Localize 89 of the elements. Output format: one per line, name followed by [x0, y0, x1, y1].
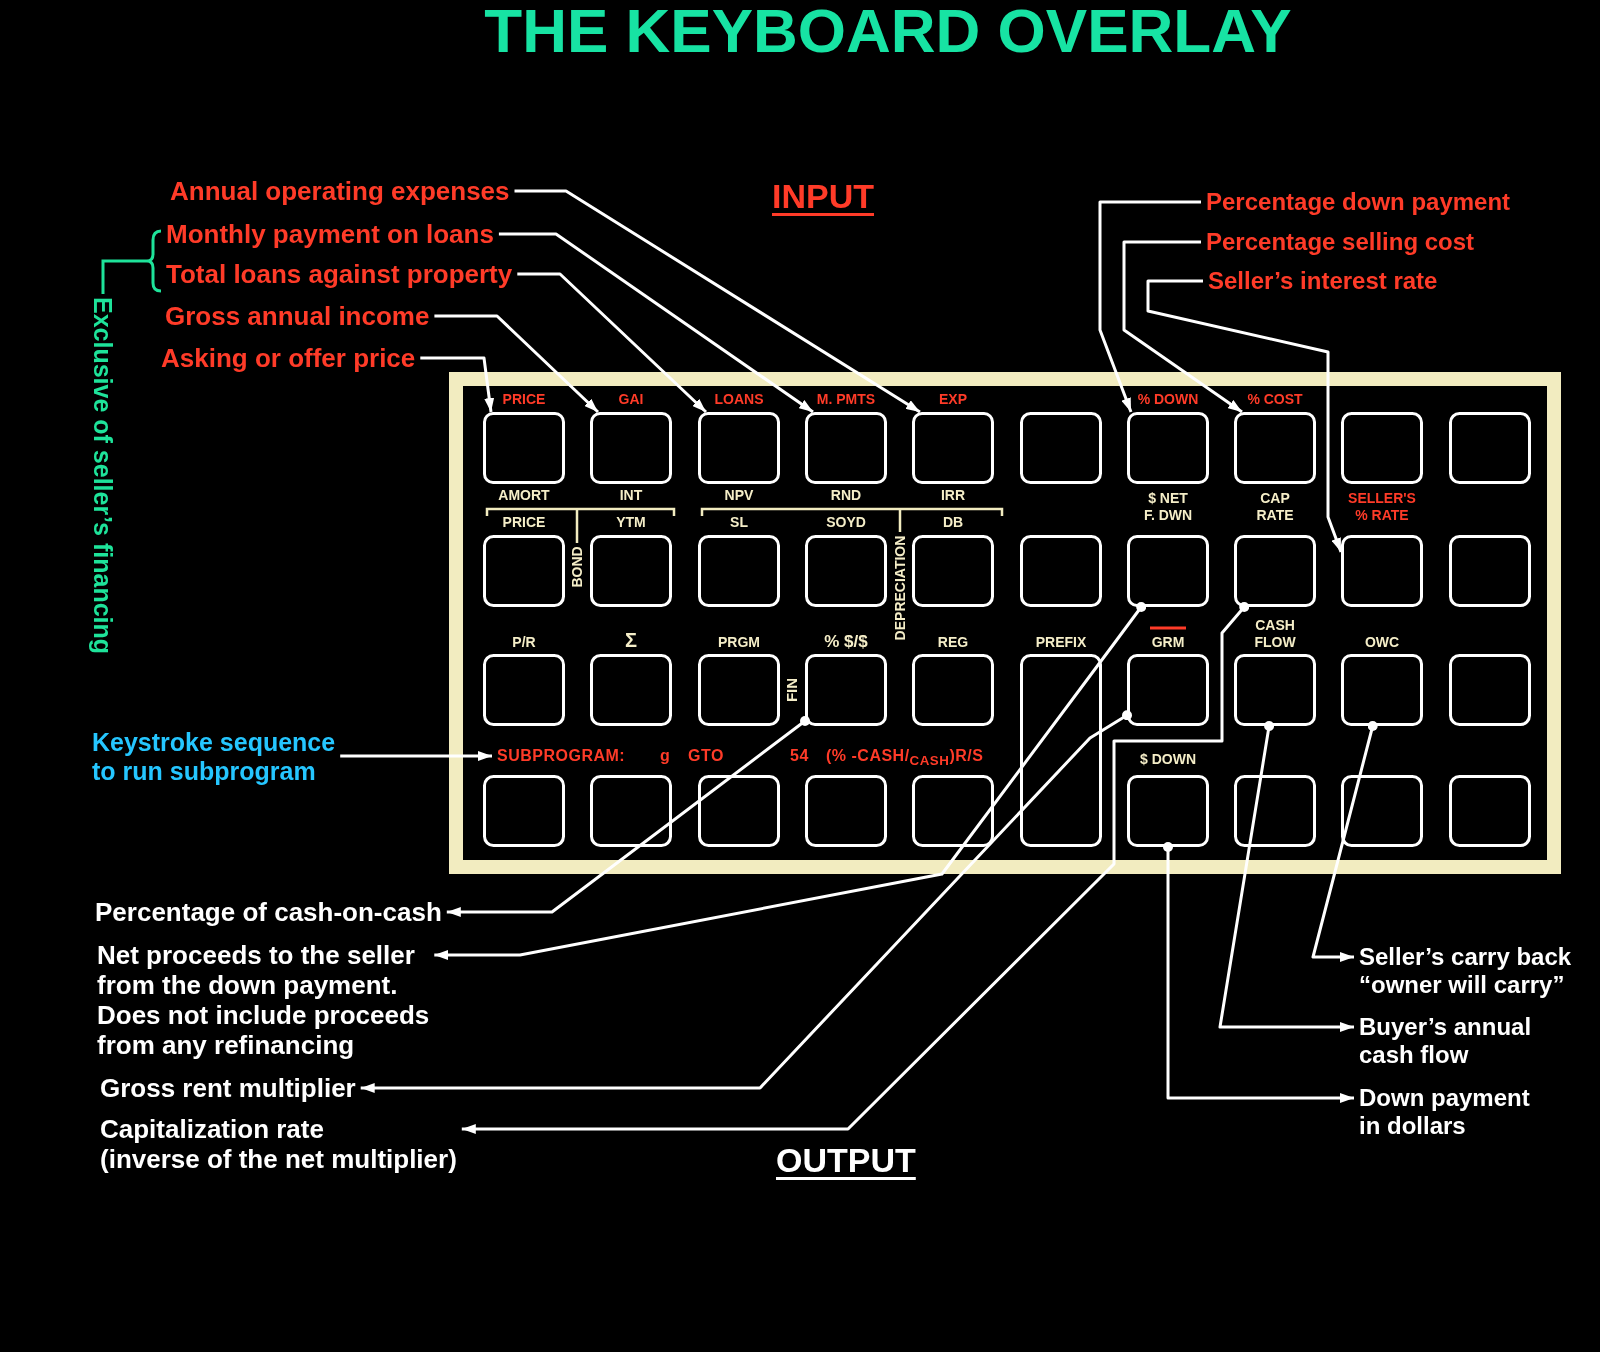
- calculator-key: [805, 412, 887, 484]
- key-label: RND: [830, 487, 862, 504]
- leader-line: [340, 751, 492, 761]
- key-label: PRGM: [718, 634, 760, 651]
- calculator-key: [698, 412, 780, 484]
- key-label: % COST: [1247, 391, 1303, 408]
- calculator-key: [912, 412, 994, 484]
- annotation-text: Exclusive of seller’s financing: [88, 297, 118, 655]
- leader-line: [514, 189, 921, 414]
- key-label: DB: [942, 514, 964, 531]
- callout-text: Seller’s carry back “owner will carry”: [1359, 943, 1572, 999]
- calculator-key: [1127, 412, 1209, 484]
- key-label: NPV: [724, 487, 754, 504]
- key-label: GAI: [618, 391, 644, 408]
- key-label: IRR: [940, 487, 966, 504]
- callout-text: Net proceeds to the seller from the down payment. Does not include proceeds from any refinancing: [97, 940, 430, 1060]
- key-label: PRICE: [502, 514, 546, 531]
- key-label: $ DOWN: [1140, 751, 1196, 768]
- leader-line: [1163, 842, 1354, 1103]
- leader-line: [1122, 240, 1243, 414]
- key-label: REG: [937, 634, 969, 651]
- key-label: SL: [730, 514, 748, 531]
- leader-line: [461, 602, 1250, 1134]
- key-label: INT: [619, 487, 643, 504]
- section-heading: OUTPUT: [776, 1140, 916, 1180]
- key-label: LOANS: [714, 391, 764, 408]
- callout-text: Buyer’s annual cash flow: [1359, 1013, 1532, 1069]
- calculator-key: [483, 412, 565, 484]
- callout-text: Seller’s interest rate: [1208, 267, 1438, 295]
- callout-text: Keystroke sequence to run subprogram: [92, 728, 336, 786]
- keystroke-text: GTO: [688, 746, 724, 766]
- key-label: EXP: [939, 391, 967, 408]
- calculator-key: [1234, 654, 1316, 726]
- section-heading: INPUT: [772, 176, 874, 216]
- key-label: DEPRECIATION: [891, 535, 909, 641]
- key-label: % $/$: [824, 632, 868, 652]
- key-label: CAP RATE: [1256, 490, 1294, 524]
- key-label: PRICE: [502, 391, 546, 408]
- callout-text: Gross annual income: [165, 301, 430, 331]
- leader-line: [434, 602, 1147, 960]
- keystroke-text: 54: [790, 746, 809, 766]
- key-label: SOYD: [826, 514, 866, 531]
- calculator-key: [1127, 775, 1209, 847]
- calculator-key: [1234, 412, 1316, 484]
- calculator-key: [1341, 654, 1423, 726]
- calculator-key: [805, 654, 887, 726]
- callout-text: Percentage down payment: [1206, 188, 1511, 216]
- key-label: Σ: [625, 628, 637, 652]
- callout-text: Monthly payment on loans: [166, 219, 494, 249]
- leader-line: [1311, 721, 1378, 962]
- callout-text: Percentage of cash-on-cash: [95, 897, 442, 927]
- key-label: PREFIX: [1035, 634, 1087, 651]
- key-label: FIN: [783, 677, 801, 703]
- key-label: P/R: [512, 634, 536, 651]
- callout-text: Annual operating expenses: [170, 176, 510, 206]
- leader-line: [517, 272, 708, 414]
- leader-line: [420, 356, 495, 413]
- key-label: % DOWN: [1137, 391, 1199, 408]
- key-label: YTM: [616, 514, 646, 531]
- callout-text: Percentage selling cost: [1206, 228, 1475, 256]
- leader-line: [434, 314, 600, 414]
- callout-text: Total loans against property: [166, 259, 513, 289]
- calculator-key: [1341, 535, 1423, 607]
- callout-text: Asking or offer price: [161, 343, 416, 373]
- key-label: $ NET F. DWN: [1143, 490, 1193, 524]
- key-label: M. PMTS: [816, 391, 876, 408]
- calculator-key: [590, 412, 672, 484]
- leader-line: [1218, 721, 1354, 1032]
- key-label: AMORT: [498, 487, 550, 504]
- callout-text: Down payment in dollars: [1359, 1084, 1530, 1140]
- calculator-key: [1234, 535, 1316, 607]
- keystroke-text: g: [660, 746, 671, 766]
- callout-text: Gross rent multiplier: [100, 1073, 356, 1103]
- keystroke-text: (% -CASH/$_{CASH}$)R/S: [826, 746, 984, 771]
- key-label: OWC: [1364, 634, 1400, 651]
- callout-text: Capitalization rate (inverse of the net multiplier): [100, 1114, 457, 1174]
- key-label: CASH FLOW: [1254, 617, 1296, 651]
- key-label: SELLER'S % RATE: [1348, 490, 1416, 524]
- calculator-key: [1127, 654, 1209, 726]
- calculator-key: [1127, 535, 1209, 607]
- key-label: BOND: [568, 546, 586, 588]
- leader-line: [446, 716, 810, 917]
- title: THE KEYBOARD OVERLAY: [484, 0, 1292, 62]
- keystroke-text: SUBPROGRAM:: [497, 746, 626, 766]
- key-label: GRM: [1151, 634, 1185, 651]
- leader-line: [1146, 279, 1343, 553]
- leader-line: [498, 232, 814, 414]
- leader-line: [1098, 200, 1201, 413]
- leader-line: [360, 710, 1132, 1093]
